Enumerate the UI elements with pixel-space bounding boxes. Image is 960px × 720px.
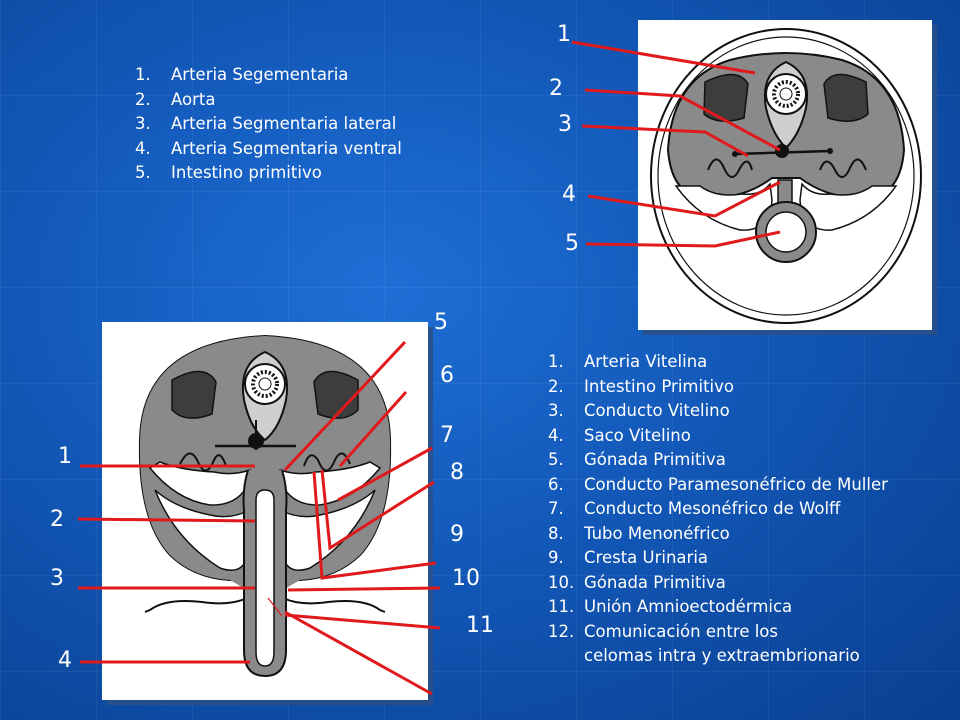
legend-list-top: 1.Arteria Segementaria 2.Aorta 3.Arteria…	[135, 63, 402, 186]
callout-number: 3	[50, 566, 64, 591]
list-item: 5.Intestino primitivo	[135, 163, 322, 182]
list-item: 4.Arteria Segmentaria ventral	[135, 138, 402, 158]
callout-number: 3	[558, 112, 572, 137]
list-item: 7.Conducto Mesonéfrico de Wolff	[548, 499, 841, 518]
list-item: 1.Arteria Vitelina	[548, 352, 708, 371]
callout-number: 9	[450, 522, 464, 547]
callout-number: 5	[434, 310, 448, 335]
list-item: 3.Conducto Vitelino	[548, 401, 730, 420]
list-item: 5.Gónada Primitiva	[548, 450, 726, 469]
callout-number: 4	[58, 648, 72, 673]
callout-number: 1	[557, 22, 571, 47]
callout-number: 11	[466, 613, 494, 638]
callout-number: 4	[562, 182, 576, 207]
callout-number: 2	[50, 507, 64, 532]
callout-number: 5	[565, 231, 579, 256]
list-item: 8.Tubo Menonéfrico	[548, 523, 730, 543]
leader-lines-top	[571, 40, 781, 248]
list-item: 9.Cresta Urinaria	[548, 548, 709, 567]
embryo-cross-section-top	[638, 20, 932, 330]
list-item: 10.Gónada Primitiva	[548, 572, 726, 592]
list-item: 3.Arteria Segmentaria lateral	[135, 114, 397, 133]
list-item: 11.Unión Amnioectodérmica	[548, 597, 793, 616]
list-item: 2.Aorta	[135, 89, 216, 109]
list-item: 4.Saco Vitelino	[548, 425, 691, 445]
list-item: celomas intra y extraembrionario	[584, 646, 860, 665]
embryo-cross-section-bottom	[102, 322, 428, 700]
list-item: 6.Conducto Paramesonéfrico de Muller	[548, 474, 888, 494]
callout-number: 6	[440, 363, 454, 388]
callout-number: 8	[450, 460, 464, 485]
leader-lines-bottom	[77, 340, 441, 696]
legend-list-bottom: 1.Arteria Vitelina 2.Intestino Primitivo…	[548, 350, 888, 669]
callout-number: 1	[58, 444, 72, 469]
callout-number: 7	[440, 423, 454, 448]
callout-number: 2	[549, 76, 563, 101]
callout-number: 10	[452, 566, 480, 591]
list-item: 2.Intestino Primitivo	[548, 376, 734, 396]
list-item: 12.Comunicación entre los	[548, 621, 778, 641]
list-item: 1.Arteria Segementaria	[135, 65, 349, 84]
